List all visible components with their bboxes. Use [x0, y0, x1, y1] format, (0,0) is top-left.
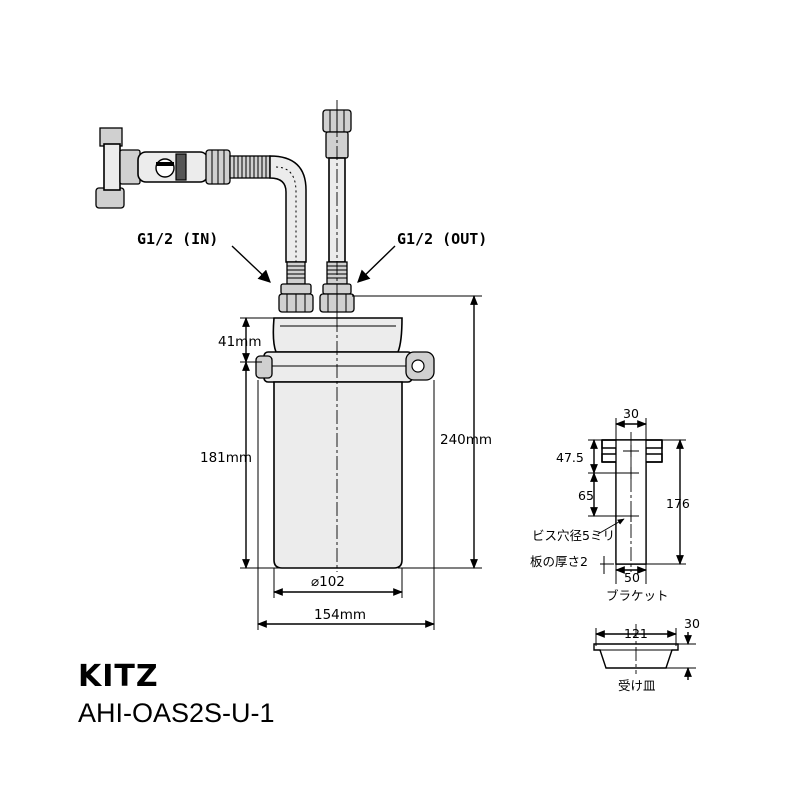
bracket-caption: ブラケット: [606, 588, 669, 603]
inlet-valve-assembly: [95, 127, 314, 313]
bracket-screw-hole-note: ビス穴径5ミリ: [532, 528, 615, 543]
bracket-hole-pitch: 65: [578, 488, 594, 503]
main-dimensions: 41mm 181mm 240mm ⌀102 154mm: [200, 295, 492, 630]
dim-body-diameter: ⌀102: [311, 574, 345, 590]
bracket-top-width: 30: [623, 406, 639, 421]
housing-sump: [273, 381, 403, 569]
flex-hose-horizontal: [229, 155, 271, 179]
kitz-logo: KITZ: [78, 659, 159, 694]
tray-caption: 受け皿: [618, 678, 656, 693]
inlet-leader-arrow: [231, 245, 271, 283]
bracket-drawing: 30 47.5 65 176 ビス穴径5ミリ 板の厚さ2 50 ブラケット: [530, 406, 690, 603]
model-number: AHI-OAS2S-U-1: [78, 698, 275, 728]
filter-housing: [255, 317, 435, 569]
bracket-top-offset: 47.5: [556, 450, 584, 465]
inlet-port-label: G1/2 (IN): [137, 230, 218, 248]
outlet-leader-arrow: [357, 245, 396, 283]
tee-bottom-nut: [95, 187, 125, 209]
outlet-port-label: G1/2 (OUT): [397, 230, 487, 248]
clamp-left-knob: [255, 355, 273, 379]
dim-cap-height: 41mm: [218, 334, 261, 350]
bracket-bottom-width: 50: [624, 570, 640, 585]
bracket-plate-thickness-note: 板の厚さ2: [530, 554, 588, 569]
bracket-height: 176: [666, 496, 690, 511]
dim-total-height: 240mm: [440, 432, 492, 448]
dim-body-height: 181mm: [200, 450, 252, 466]
tee-body: [103, 143, 121, 191]
housing-cap: [272, 317, 403, 353]
tray-drawing: 121 30 受け皿: [593, 616, 700, 693]
valve-handle-icon: [155, 158, 175, 178]
dim-total-width: 154mm: [314, 607, 366, 623]
clamp-ring: [263, 351, 413, 383]
tray-height: 30: [684, 616, 700, 631]
